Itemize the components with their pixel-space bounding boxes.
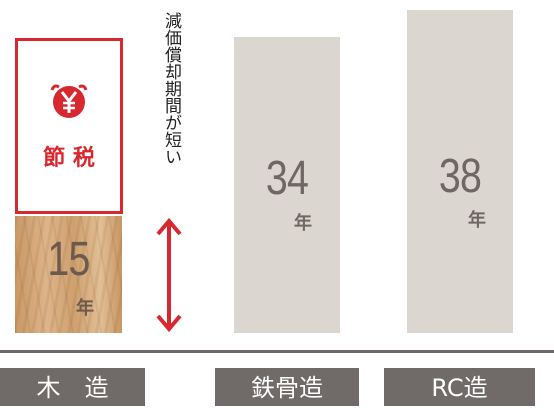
category-label-rc: RC造 — [384, 368, 535, 406]
bar-wood: 15 年 — [15, 216, 122, 333]
unit-label-steel: 年 — [294, 213, 312, 234]
badge-label: 節 税 — [43, 146, 95, 171]
tax-saving-badge: 節 税 — [15, 38, 123, 214]
value-label-steel: 34 — [265, 152, 309, 205]
annotation-text: 減価償却期間が短い — [161, 12, 181, 165]
double-arrow-icon — [156, 218, 182, 332]
baseline — [0, 350, 554, 353]
yen-icon — [50, 84, 88, 118]
unit-label-rc: 年 — [468, 210, 486, 231]
value-label-rc: 38 — [438, 150, 482, 203]
category-label-steel: 鉄骨造 — [215, 368, 359, 406]
category-label-wood: 木 造 — [0, 368, 145, 406]
unit-label-wood: 年 — [76, 298, 94, 319]
bar-rc: 38 年 — [407, 10, 513, 333]
value-label-wood: 15 — [47, 233, 90, 286]
bar-steel: 34 年 — [234, 37, 340, 333]
